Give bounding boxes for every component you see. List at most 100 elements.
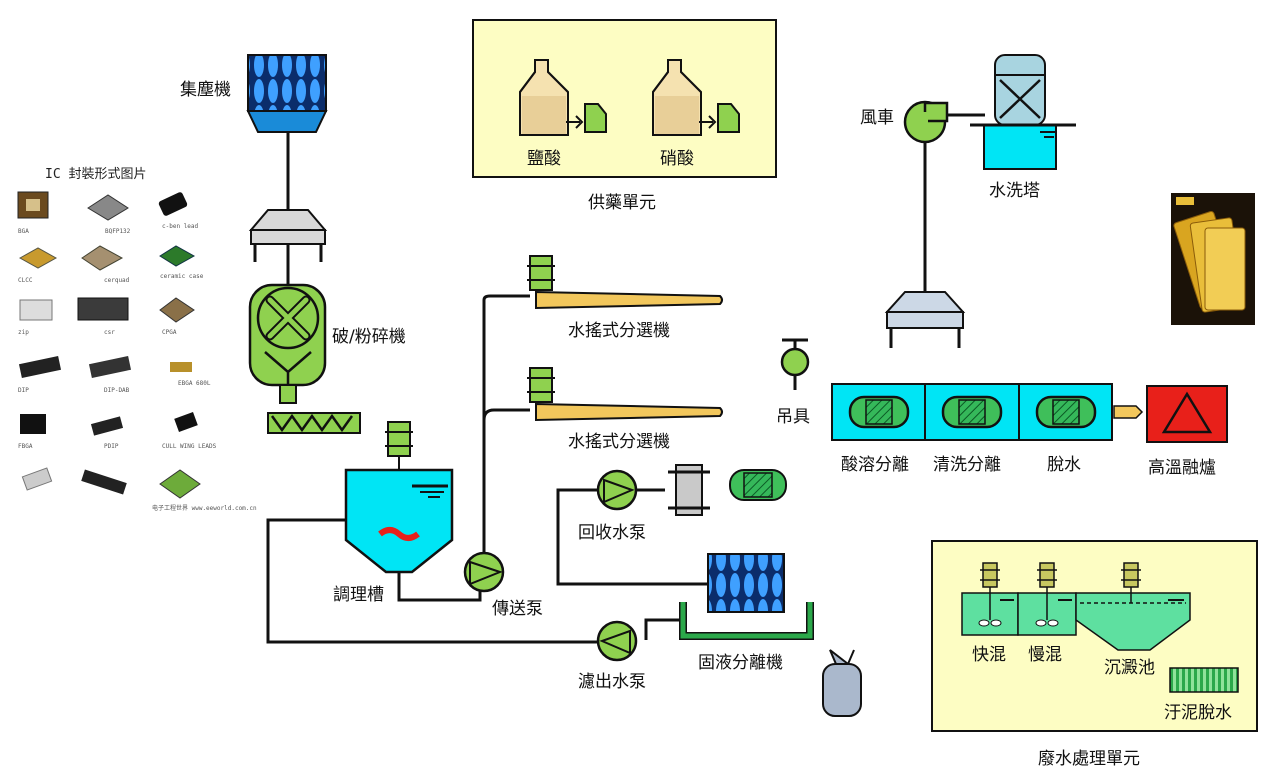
conditioning-tank-label: 調理槽 <box>333 585 384 605</box>
transfer-pump-label: 傳送泵 <box>492 599 543 619</box>
wastewater-unit: 快混 慢混 沉澱池 汙泥脫水 廢水處理單元 <box>931 540 1258 769</box>
chip-thumb <box>20 414 46 434</box>
chip-thumb <box>159 297 195 323</box>
shaking-table-1: 水搖式分選機 <box>527 255 723 341</box>
exhaust-hood <box>884 291 966 348</box>
basket <box>1035 395 1097 429</box>
table-deck <box>535 402 723 422</box>
chip-thumb <box>21 467 53 491</box>
gold-bars-image <box>1171 193 1255 325</box>
hood-base <box>250 229 326 245</box>
pipe <box>397 572 482 602</box>
dosing-arrow <box>699 115 717 129</box>
basket-media <box>865 399 893 425</box>
shaking-table-2-label: 水搖式分選機 <box>568 432 670 452</box>
shaking-table-1-label: 水搖式分選機 <box>568 321 670 341</box>
furnace: 高溫融爐 <box>1146 385 1228 478</box>
pump-arrow <box>469 560 503 586</box>
acid-liquid <box>655 96 699 134</box>
chip-thumb <box>88 355 132 379</box>
crusher-label: 破/粉碎機 <box>332 327 406 347</box>
crusher-blades-inner <box>267 297 309 339</box>
mixer-motor <box>1123 562 1139 588</box>
separation-line: 酸溶分離 清洗分離 脫水 <box>831 383 1144 475</box>
solid-liquid-separator-label: 固液分離機 <box>698 653 783 673</box>
chip-thumb <box>87 194 129 221</box>
pipe <box>482 294 530 556</box>
recycle-pump-label: 回收水泵 <box>578 523 646 543</box>
ic-caption: cerquad <box>104 277 130 284</box>
sludge-dewater-label: 汙泥脫水 <box>1164 703 1232 723</box>
recycle-pump[interactable]: 回收水泵 <box>578 469 646 543</box>
dust-hopper <box>246 110 328 133</box>
vessel-media <box>743 472 773 498</box>
hood-shape <box>884 291 966 313</box>
basket <box>848 395 910 429</box>
shaking-table-2: 水搖式分選機 <box>527 367 723 452</box>
hoist-label: 吊具 <box>776 407 810 427</box>
chip-thumb <box>170 362 192 372</box>
ic-caption: c-ben lead <box>162 223 199 230</box>
ic-caption: 电子工程世界 www.eeworld.com.cn <box>152 504 257 512</box>
chip-thumb <box>18 355 62 379</box>
table-motor <box>529 367 553 403</box>
wastewater-unit-label: 廢水處理單元 <box>1038 749 1140 769</box>
gold-logo <box>1176 197 1194 205</box>
hood-shape <box>248 209 328 231</box>
ic-gallery-title: IC 封裝形式图片 <box>45 167 146 182</box>
transfer-pump[interactable]: 傳送泵 <box>463 551 543 619</box>
impeller <box>978 619 990 627</box>
nitric-acid-label: 硝酸 <box>660 149 694 169</box>
table-motor <box>529 255 553 291</box>
nitric-acid-tank: 硝酸 <box>652 59 740 169</box>
basket-media <box>1052 399 1080 425</box>
conditioning-tank: 調理槽 <box>333 421 454 605</box>
solid-liquid-separator: 固液分離機 <box>679 553 814 673</box>
cartridge-filter <box>668 464 710 516</box>
acid-bottle-outline <box>652 59 702 136</box>
fan: 風車 <box>860 100 949 144</box>
scrubber: 水洗塔 <box>970 54 1076 201</box>
resin-vessel <box>729 469 787 501</box>
transfer-nozzle <box>1113 405 1144 419</box>
chip-thumb <box>159 469 201 499</box>
pump-arrow <box>599 629 631 655</box>
wash-separation-label: 清洗分離 <box>933 455 1001 475</box>
sedimentation-tank <box>1075 592 1191 651</box>
product-sack <box>822 649 862 717</box>
gold-bar <box>1204 227 1246 311</box>
chip-thumb <box>158 192 188 216</box>
ic-caption: csr <box>104 329 115 336</box>
pipe <box>644 618 686 640</box>
crusher-outlet <box>264 351 312 385</box>
chip-thumb <box>18 247 58 269</box>
crusher: 破/粉碎機 <box>248 283 406 404</box>
furnace-flame <box>1161 391 1213 434</box>
scrubber-label: 水洗塔 <box>989 181 1040 201</box>
chip-thumb <box>174 412 198 432</box>
chip-die <box>26 199 40 211</box>
hoist: 吊具 <box>776 338 810 427</box>
ic-caption: EBGA 680L <box>178 380 211 387</box>
chip-thumb <box>77 297 129 321</box>
filtrate-pump[interactable]: 濾出水泵 <box>578 620 646 692</box>
hoist-hook <box>780 347 810 377</box>
hydrochloric-acid-tank: 鹽酸 <box>519 59 607 169</box>
furnace-label: 高溫融爐 <box>1148 458 1216 478</box>
ic-caption: zip <box>18 329 29 336</box>
basket <box>941 395 1003 429</box>
ic-caption: FBGA <box>18 443 33 450</box>
dewater-label: 脫水 <box>1047 455 1081 475</box>
pipe <box>556 488 708 586</box>
ic-caption: PDIP <box>104 443 119 450</box>
dosing-arrow <box>566 115 584 129</box>
dosing-pump <box>584 103 607 133</box>
pump-arrow <box>603 478 635 504</box>
chemical-unit-label: 供藥單元 <box>588 193 656 213</box>
dosing-pump <box>717 103 740 133</box>
ic-caption: CULL WING LEADS <box>162 443 217 450</box>
rapid-mix-label: 快混 <box>972 645 1006 665</box>
conveyor-screw <box>270 413 354 433</box>
fan-outlet <box>923 101 949 123</box>
